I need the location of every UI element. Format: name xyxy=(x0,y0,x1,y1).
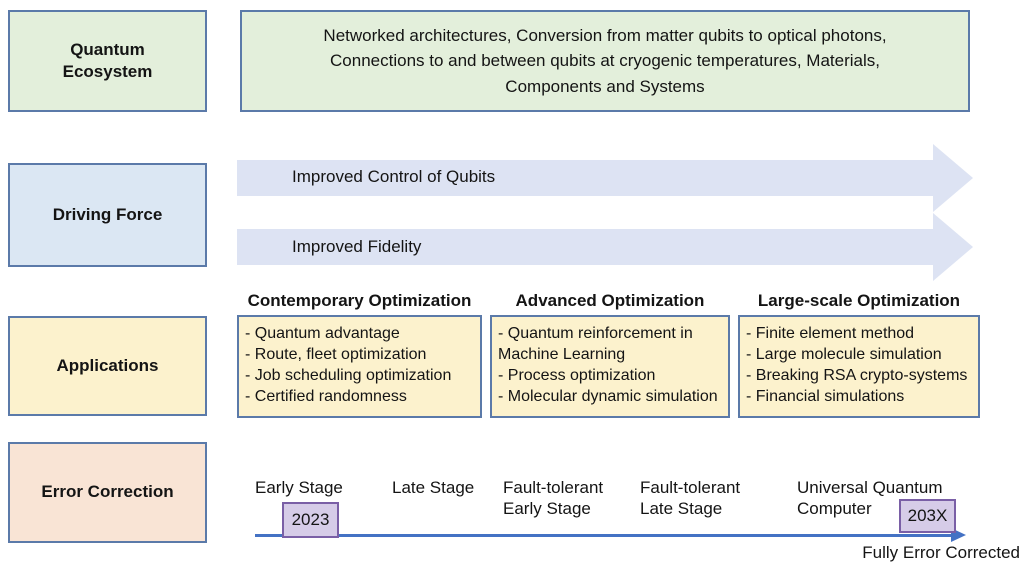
improved-fidelity-arrow-bar xyxy=(237,229,935,265)
driving-force-label: Driving Force xyxy=(52,204,163,224)
end-year-badge: 203X xyxy=(899,499,956,533)
end-year-text: 203X xyxy=(907,506,948,525)
quantum-ecosystem-label: Quantum Ecosystem xyxy=(62,39,153,81)
improved-control-arrow-bar xyxy=(237,160,935,196)
stage-late: Late Stage xyxy=(392,478,475,497)
list-item: - Certified randomness xyxy=(245,388,407,406)
list-item: - Finite element method xyxy=(746,325,915,342)
list-item: - Process optimization xyxy=(498,367,656,385)
stage-universal-quantum-computer: Universal Quantum Computer xyxy=(797,478,943,519)
list-item: - Job scheduling optimization xyxy=(245,367,452,385)
error-correction-label-box: Error Correction xyxy=(8,442,207,543)
improved-fidelity-arrowhead-icon xyxy=(933,213,973,281)
quantum-ecosystem-content-box: Networked architectures, Conversion from… xyxy=(240,10,970,112)
improved-control-arrow-label: Improved Control of Qubits xyxy=(292,167,496,186)
driving-force-label-box: Driving Force xyxy=(8,163,207,267)
error-correction-label: Error Correction xyxy=(41,482,174,502)
stage-fault-tolerant-early: Fault-tolerant Early Stage xyxy=(503,478,604,519)
advanced-optimization-header: Advanced Optimization xyxy=(515,291,705,310)
timeline-axis-caption: Fully Error Corrected xyxy=(862,543,1020,562)
list-item: - Quantum reinforcement in Machine Learn… xyxy=(498,325,693,364)
contemporary-optimization-header: Contemporary Optimization xyxy=(247,291,472,310)
contemporary-optimization-box: - Quantum advantage - Route, fleet optim… xyxy=(237,315,482,418)
large-scale-optimization-header: Large-scale Optimization xyxy=(757,291,961,310)
list-item: - Route, fleet optimization xyxy=(245,346,427,364)
quantum-ecosystem-content: Networked architectures, Conversion from… xyxy=(323,25,887,96)
list-item: - Breaking RSA crypto-systems xyxy=(746,367,968,385)
timeline-axis xyxy=(255,534,952,537)
list-item: - Molecular dynamic simulation xyxy=(498,388,718,406)
quantum-ecosystem-label-box: Quantum Ecosystem xyxy=(8,10,207,112)
applications-label-box: Applications xyxy=(8,316,207,416)
applications-label: Applications xyxy=(56,355,159,375)
advanced-optimization-box: - Quantum reinforcement in Machine Learn… xyxy=(490,315,730,418)
improved-control-arrowhead-icon xyxy=(933,144,973,212)
start-year-badge: 2023 xyxy=(282,502,339,538)
start-year-text: 2023 xyxy=(291,510,330,529)
list-item: - Quantum advantage xyxy=(245,325,400,342)
list-item: - Large molecule simulation xyxy=(746,346,942,364)
list-item: - Financial simulations xyxy=(746,388,905,406)
stage-early: Early Stage xyxy=(255,478,343,497)
stage-fault-tolerant-late: Fault-tolerant Late Stage xyxy=(640,478,741,519)
improved-fidelity-arrow-label: Improved Fidelity xyxy=(292,237,422,256)
large-scale-optimization-box: - Finite element method - Large molecule… xyxy=(738,315,980,418)
